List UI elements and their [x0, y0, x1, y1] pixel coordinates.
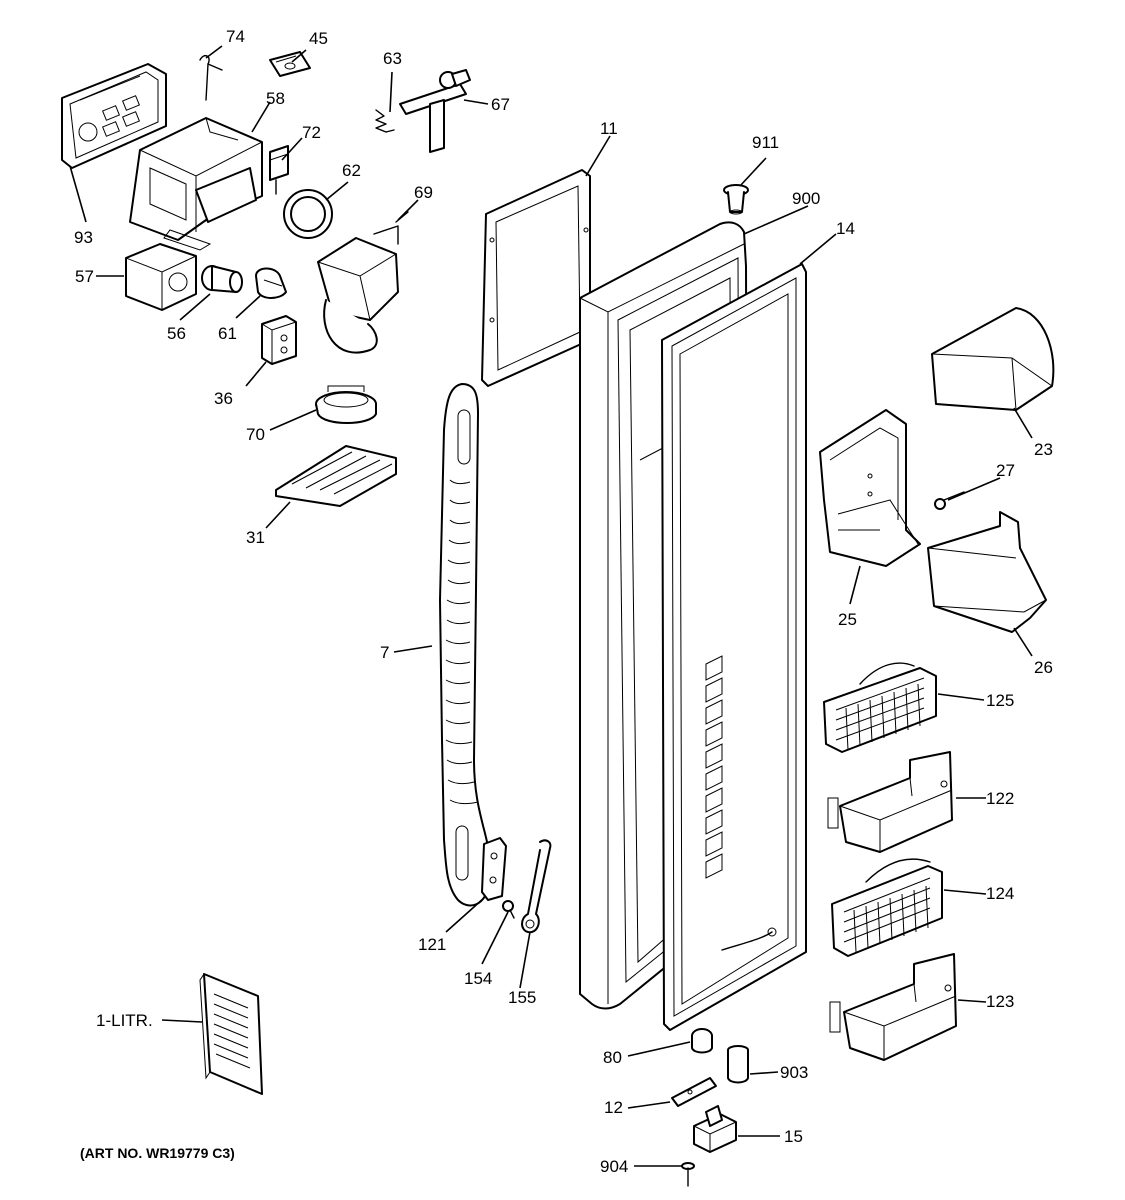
- part-72-switch: [269, 145, 289, 195]
- part-93-control-panel: [61, 63, 167, 169]
- callout-123: 123: [986, 992, 1014, 1011]
- callout-57: 57: [75, 267, 94, 286]
- callout-12: 12: [604, 1098, 623, 1117]
- part-14-gasket: [661, 263, 807, 1031]
- callout-11: 11: [600, 119, 618, 138]
- callout-31: 31: [246, 528, 265, 547]
- part-61-coupler: [255, 267, 287, 299]
- part-25-bin-housing: [819, 409, 921, 567]
- part-12-plate: [671, 1077, 717, 1107]
- part-15-hinge: [693, 1105, 737, 1153]
- callout-7: 7: [380, 643, 389, 662]
- callout-45: 45: [309, 29, 328, 48]
- callout-25: 25: [838, 610, 857, 629]
- callout-122: 122: [986, 789, 1014, 808]
- callout-80: 80: [603, 1048, 622, 1067]
- part-911-bushing: [723, 184, 749, 215]
- part-125-wire-basket: [823, 662, 937, 753]
- callout-69: 69: [414, 183, 433, 202]
- callout-155: 155: [508, 988, 536, 1007]
- callout-15: 15: [784, 1127, 803, 1146]
- callout-1-litr: 1-LITR.: [96, 1011, 153, 1030]
- part-155-strap: [521, 839, 552, 934]
- callout-903: 903: [780, 1063, 808, 1082]
- callout-121: 121: [418, 935, 446, 954]
- part-903-pin: [727, 1045, 749, 1084]
- leader-lines: [69, 45, 1033, 1167]
- callout-72: 72: [302, 123, 321, 142]
- part-121-handle-bracket: [481, 837, 507, 901]
- callout-67: 67: [491, 95, 510, 114]
- part-70-seal: [315, 385, 377, 424]
- part-67-actuator: [399, 69, 471, 153]
- callout-124: 124: [986, 884, 1014, 903]
- callout-36: 36: [214, 389, 233, 408]
- callout-56: 56: [167, 324, 186, 343]
- part-63-spring: [375, 109, 395, 133]
- callout-27: 27: [996, 461, 1015, 480]
- door-shelf-ribs: [705, 655, 723, 879]
- callout-911: 911: [752, 133, 779, 152]
- callout-900: 900: [792, 189, 820, 208]
- part-123-door-bin: [829, 953, 957, 1061]
- callout-62: 62: [342, 161, 361, 180]
- callout-26: 26: [1034, 658, 1053, 677]
- art-number: (ART NO. WR19779 C3): [80, 1145, 235, 1161]
- callout-63: 63: [383, 49, 402, 68]
- callout-70: 70: [246, 425, 265, 444]
- callout-154: 154: [464, 969, 492, 988]
- callout-23: 23: [1034, 440, 1053, 459]
- part-1-literature-booklet: [199, 973, 263, 1095]
- part-80-bushing: [691, 1028, 713, 1054]
- part-57-motor-box: [125, 243, 197, 311]
- part-124-wire-basket: [831, 858, 943, 957]
- part-154-screw: [502, 900, 515, 919]
- part-31-grille: [275, 445, 397, 507]
- callout-74: 74: [226, 27, 245, 46]
- part-74-wire: [199, 54, 223, 101]
- part-26-bin: [927, 511, 1047, 633]
- callout-93: 93: [74, 228, 93, 247]
- part-122-door-bin: [827, 751, 953, 853]
- callout-labels: 74 45 63 67 58 72 62 69 93 57 56 61 36 7…: [74, 27, 1053, 1176]
- part-58-dispenser-housing: [129, 117, 263, 251]
- part-36-bracket: [261, 315, 297, 365]
- callout-125: 125: [986, 691, 1014, 710]
- part-11-dispenser-frame: [481, 169, 591, 387]
- part-27-screw: [934, 491, 965, 510]
- callout-61: 61: [218, 324, 237, 343]
- part-904-screw: [681, 1162, 695, 1187]
- callout-904: 904: [600, 1157, 628, 1176]
- callout-58: 58: [266, 89, 285, 108]
- part-62-ring: [283, 189, 333, 239]
- part-45-clip: [269, 51, 311, 77]
- callout-14: 14: [836, 219, 855, 238]
- part-56-shaft: [201, 265, 243, 293]
- part-69-ice-bucket-base: [317, 211, 409, 354]
- part-23-bin-cover: [931, 307, 1055, 411]
- part-7-handle: [439, 383, 492, 907]
